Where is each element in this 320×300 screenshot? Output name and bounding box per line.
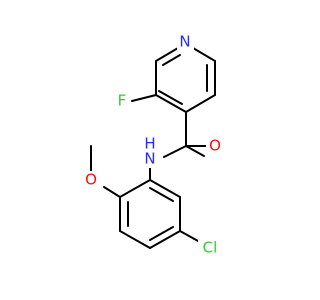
bond-c5-n xyxy=(155,47,179,62)
bond-c2-c3 xyxy=(185,94,216,113)
atom-labels: N F N H O O Cl xyxy=(82,33,224,257)
atom-nh-n: N xyxy=(144,150,155,168)
bond-b3-b4 xyxy=(119,230,151,249)
atom-cl: Cl xyxy=(203,239,218,257)
label-bg-n-pyridine xyxy=(177,33,194,51)
atom-o-methoxy: O xyxy=(85,171,97,189)
bond-c5-n-inner xyxy=(162,54,181,66)
atom-o-carbonyl: O xyxy=(209,137,221,155)
molecule-structure: N F N H O O Cl xyxy=(82,32,224,257)
bond-c3-c4-inner xyxy=(158,90,183,105)
bond-b4-b5 xyxy=(149,230,181,249)
label-bg-f xyxy=(114,92,130,110)
bond-b6-b1 xyxy=(149,179,181,198)
bond-b6-b1-inner xyxy=(149,187,174,202)
label-bg-cl xyxy=(198,239,222,257)
atom-nh-h: H xyxy=(144,135,155,153)
structure-canvas: N F N H O O Cl xyxy=(82,32,224,257)
bond-b1-b2 xyxy=(119,179,151,198)
bond-b4-b5-inner xyxy=(149,226,174,241)
label-bg-o-carbonyl xyxy=(206,137,224,155)
bond-b5-cl xyxy=(179,230,199,242)
atom-n-pyridine: N xyxy=(179,33,190,51)
bond-c4-f xyxy=(131,94,157,102)
bond-c3-c4 xyxy=(155,94,187,113)
bond-carbonyl-n xyxy=(163,145,187,158)
bond-carbonyl-o-double xyxy=(185,145,205,157)
label-bg-o-methoxy xyxy=(82,171,100,189)
bonds xyxy=(90,47,216,249)
label-bg-nh xyxy=(141,150,160,168)
bond-n-c1 xyxy=(192,47,216,62)
bond-b2-o-methoxy xyxy=(103,186,121,198)
atom-f: F xyxy=(118,92,127,110)
